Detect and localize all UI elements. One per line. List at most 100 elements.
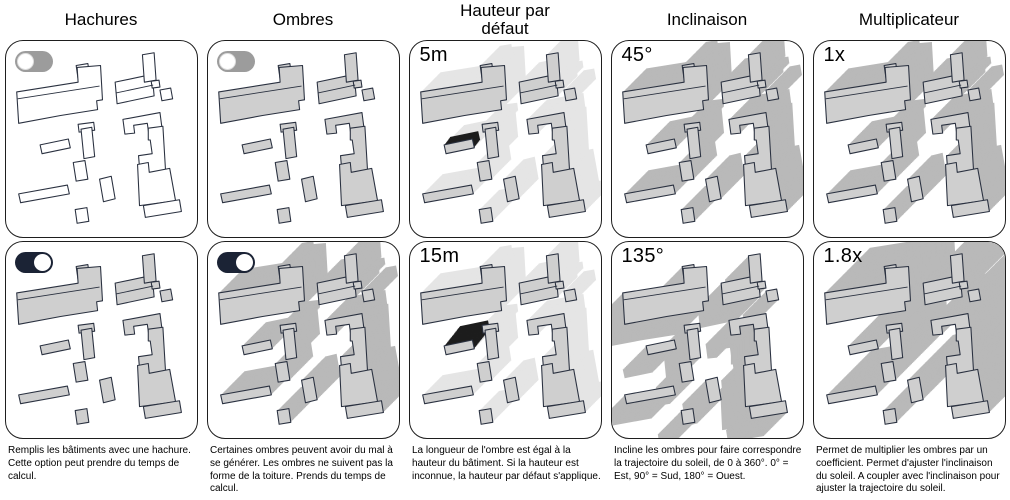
- building-br-main: [136, 362, 176, 408]
- building-vbar: [685, 327, 701, 361]
- roof-ridge-line: [623, 85, 706, 100]
- hachures-toggle-off[interactable]: [14, 51, 53, 72]
- building-small-rect: [880, 361, 896, 383]
- building-blob-right: [966, 288, 981, 303]
- panel-inclinaison-45: 45°: [610, 40, 804, 238]
- building-tr-arm: [343, 253, 359, 284]
- building-vbar: [685, 126, 701, 160]
- buildings-layer: [823, 52, 990, 224]
- building-br-main: [338, 362, 378, 408]
- buildings-map: [419, 41, 601, 224]
- building-small-rect: [880, 160, 896, 182]
- building-big-main: [823, 64, 911, 124]
- building-br-main: [944, 362, 984, 408]
- roof-ridge-line: [923, 285, 961, 295]
- building-tr-arm: [949, 253, 965, 284]
- column-caption: Permet de multiplier les ombres par un c…: [816, 445, 1000, 495]
- building-center-rect: [300, 376, 318, 404]
- column-hauteur-defaut: Hauteur par défaut 5m 15m La longueur de…: [404, 0, 606, 496]
- building-br-main: [944, 161, 984, 207]
- column-header: Hauteur par défaut: [460, 1, 550, 38]
- column-ombres: Ombres Certaines ombres peuvent avoir du…: [202, 0, 404, 496]
- toggle-knob: [235, 254, 253, 271]
- building-big-main: [15, 64, 103, 124]
- building-blob-right: [764, 87, 779, 102]
- building-vbar: [483, 126, 499, 160]
- roof-ridge-line: [519, 84, 557, 94]
- building-br-main: [136, 161, 176, 207]
- building-center-rect: [704, 175, 722, 203]
- building-tr-arm: [545, 52, 561, 83]
- building-br-slab: [344, 400, 384, 419]
- roof-ridge-line: [721, 84, 759, 94]
- building-long-bar: [825, 385, 878, 405]
- column-multiplicateur: Multiplicateur 1x 1.8x Permet de multipl…: [808, 0, 1010, 496]
- building-bottom-square: [74, 408, 89, 425]
- buildings-layer: [15, 253, 182, 425]
- roof-ridge-line: [825, 85, 908, 100]
- building-tr-jut: [352, 280, 363, 290]
- building-bottom-square: [276, 408, 291, 425]
- building-tr-jut: [958, 79, 969, 89]
- building-vbar: [887, 327, 903, 361]
- panel-multiplicateur-1.8x: 1.8x: [812, 241, 1006, 439]
- building-br-slab: [950, 199, 990, 218]
- building-tr-arm: [141, 253, 157, 284]
- building-long-bar: [17, 184, 70, 204]
- roof-ridge-line: [17, 85, 100, 100]
- building-vbar: [483, 327, 499, 361]
- building-left-bar: [645, 138, 677, 155]
- buildings-layer: [419, 253, 586, 425]
- building-blob-right: [562, 87, 577, 102]
- panel-multiplicateur-1x: 1x: [812, 40, 1006, 238]
- roof-ridge-line: [219, 85, 302, 100]
- building-tr-jut: [756, 280, 767, 290]
- roof-ridge-line: [825, 286, 908, 301]
- hachures-toggle-on[interactable]: [14, 252, 53, 273]
- panel-value-label: 135°: [621, 245, 665, 267]
- building-vbar: [281, 126, 297, 160]
- building-br-main: [742, 362, 782, 408]
- building-tr-jut: [150, 79, 161, 89]
- roof-ridge-line: [17, 286, 100, 301]
- building-tr-arm: [545, 253, 561, 284]
- building-br-slab: [950, 400, 990, 419]
- panel-ombres-on: [206, 241, 400, 439]
- building-center-rect: [906, 175, 924, 203]
- column-header: Multiplicateur: [858, 10, 960, 30]
- panel-value-label: 1.8x: [823, 245, 863, 267]
- buildings-layer: [621, 52, 788, 224]
- toggle-knob: [33, 254, 51, 271]
- building-br-slab: [748, 400, 788, 419]
- column-caption: La longueur de l'ombre est égal à la hau…: [412, 445, 601, 482]
- building-small-rect: [72, 160, 88, 182]
- ombres-toggle-off[interactable]: [216, 51, 255, 72]
- building-small-rect: [678, 160, 694, 182]
- roof-ridge-line: [317, 84, 355, 94]
- roof-ridge-line: [421, 85, 504, 100]
- buildings-map: [419, 242, 601, 425]
- building-left-bar: [241, 339, 273, 356]
- panel-value-label: 15m: [419, 245, 460, 267]
- roof-ridge-line: [115, 84, 153, 94]
- column-caption: Certaines ombres peuvent avoir du mal à …: [210, 445, 393, 495]
- buildings-layer: [419, 52, 586, 224]
- building-bottom-square: [276, 207, 291, 224]
- roof-ridge-line: [721, 285, 759, 295]
- building-small-rect: [274, 361, 290, 383]
- building-br-slab: [142, 199, 182, 218]
- building-br-main: [742, 161, 782, 207]
- roof-ridge-line: [421, 286, 504, 301]
- building-left-bar: [645, 339, 677, 356]
- building-long-bar: [421, 184, 474, 204]
- building-big-main: [217, 265, 305, 325]
- buildings-layer: [15, 52, 182, 224]
- roof-ridge-line: [923, 84, 961, 94]
- building-br-slab: [546, 400, 586, 419]
- ombres-toggle-on[interactable]: [216, 252, 255, 273]
- building-big-main: [419, 265, 507, 325]
- building-tr-jut: [554, 280, 565, 290]
- panel-value-label: 45°: [621, 44, 653, 66]
- building-blob-right: [562, 288, 577, 303]
- roof-ridge-line: [115, 285, 153, 295]
